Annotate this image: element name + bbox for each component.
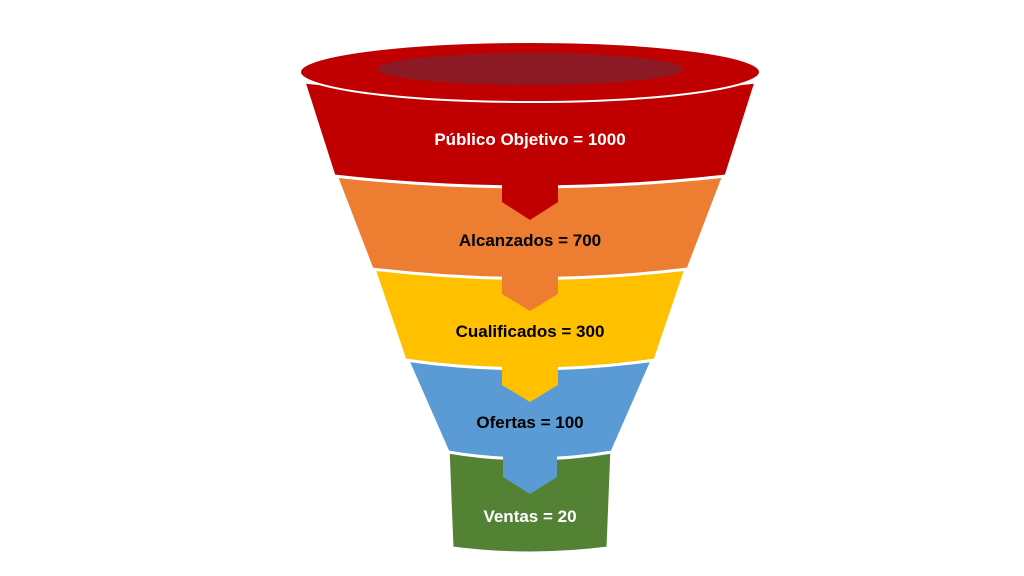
funnel-arrow-cualificados bbox=[502, 356, 558, 402]
funnel-rim-opening bbox=[377, 53, 683, 85]
funnel-stage-alcanzados-label: Alcanzados = 700 bbox=[459, 231, 601, 250]
funnel-arrow-alcanzados bbox=[502, 266, 558, 311]
funnel-rim bbox=[299, 41, 761, 103]
funnel-stage-ventas-label: Ventas = 20 bbox=[483, 507, 576, 526]
funnel-stage-publico-objetivo: Público Objetivo = 1000 bbox=[301, 80, 759, 220]
funnel-stage-ventas: Ventas = 20 bbox=[446, 445, 614, 555]
funnel-stage-ofertas-label: Ofertas = 100 bbox=[476, 413, 583, 432]
funnel-stage-cualificados-label: Cualificados = 300 bbox=[456, 322, 605, 341]
funnel-arrow-ofertas bbox=[503, 448, 557, 494]
funnel-arrow-publico-objetivo bbox=[502, 176, 558, 220]
funnel-stage-publico-objetivo-label: Público Objetivo = 1000 bbox=[434, 130, 625, 149]
